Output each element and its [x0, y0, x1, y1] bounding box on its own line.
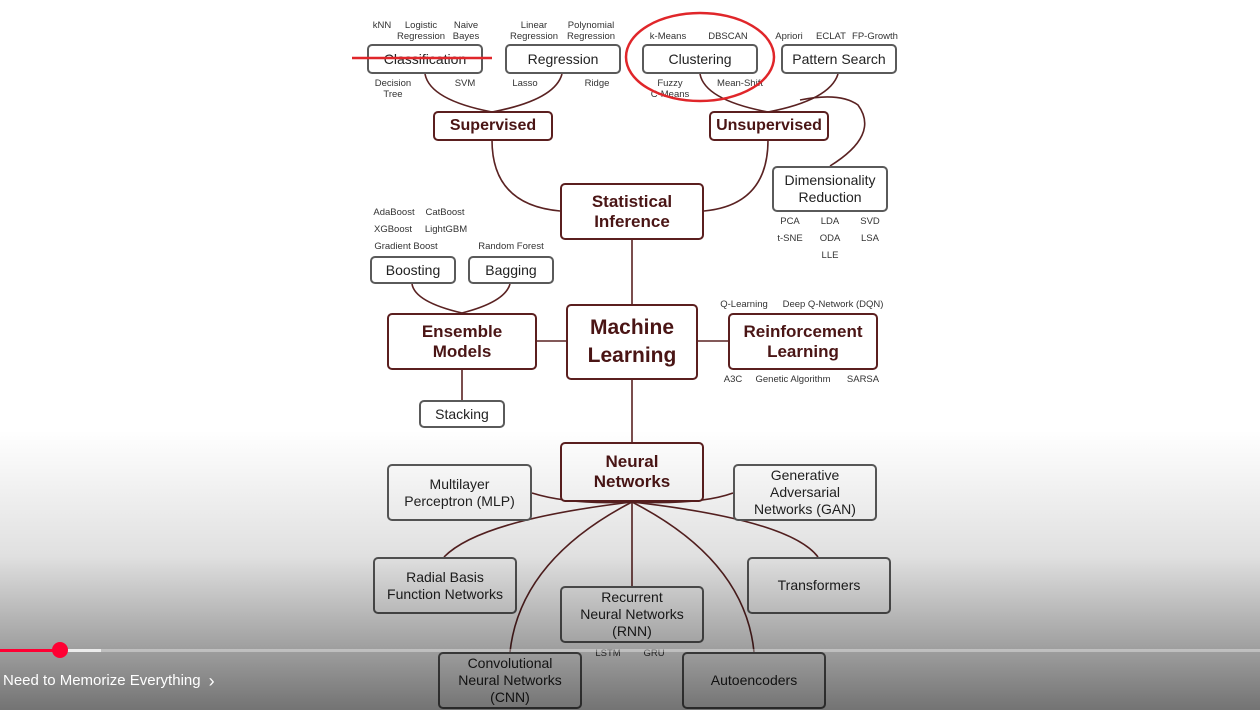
label-genetic-algorithm: Genetic Algorithm	[755, 374, 831, 385]
label-lightgbm: LightGBM	[424, 224, 468, 235]
supervised-node: Supervised	[433, 111, 553, 141]
label-polynomial-regression: Polynomial Regression	[566, 20, 616, 42]
label-svm: SVM	[454, 78, 476, 89]
rbfn-node: Radial Basis Function Networks	[373, 557, 517, 614]
label-lsa: LSA	[861, 233, 879, 244]
dimensionality-reduction-node: Dimensionality Reduction	[772, 166, 888, 212]
label-adaboost: AdaBoost	[373, 207, 415, 218]
ensemble-models-node: Ensemble Models	[387, 313, 537, 370]
rnn-node: Recurrent Neural Networks (RNN)	[560, 586, 704, 643]
progress-buffer	[60, 649, 101, 652]
chapter-title: Need to Memorize Everything	[3, 672, 201, 689]
label-k-means: k-Means	[649, 31, 687, 42]
label-xgboost: XGBoost	[373, 224, 413, 235]
label-mean-shift: Mean-Shift	[717, 78, 763, 89]
clustering-node: Clustering	[642, 44, 758, 74]
label-lda: LDA	[820, 216, 840, 227]
label-logistic-regression: Logistic Regression	[396, 20, 446, 42]
label-q-learning: Q-Learning	[720, 299, 768, 310]
chapter-title-button[interactable]: Need to Memorize Everything ›	[3, 671, 215, 691]
boosting-node: Boosting	[370, 256, 456, 284]
machine-learning-node: Machine Learning	[566, 304, 698, 380]
pattern-search-node: Pattern Search	[781, 44, 897, 74]
label-linear-regression: Linear Regression	[509, 20, 559, 42]
label-dbscan: DBSCAN	[708, 31, 748, 42]
label-ridge: Ridge	[584, 78, 610, 89]
reinforcement-learning-node: Reinforcement Learning	[728, 313, 878, 370]
unsupervised-node: Unsupervised	[709, 111, 829, 141]
label-random-forest: Random Forest	[478, 241, 544, 252]
label-a3c: A3C	[723, 374, 743, 385]
label-lle: LLE	[821, 250, 839, 261]
label-lasso: Lasso	[512, 78, 538, 89]
label-t-sne: t-SNE	[777, 233, 803, 244]
statistical-inference-node: Statistical Inference	[560, 183, 704, 240]
mlp-node: Multilayer Perceptron (MLP)	[387, 464, 532, 521]
scrubber-handle[interactable]	[52, 642, 69, 658]
neural-networks-node: Neural Networks	[560, 442, 704, 502]
transformers-node: Transformers	[747, 557, 891, 614]
bagging-node: Bagging	[468, 256, 554, 284]
label-gradient-boost: Gradient Boost	[374, 241, 438, 252]
regression-node: Regression	[505, 44, 621, 74]
label-fuzzy-c-means: Fuzzy C-Means	[650, 78, 690, 100]
label-naive-bayes: Naive Bayes	[452, 20, 480, 42]
progress-fill	[0, 649, 61, 652]
autoencoders-node: Autoencoders	[682, 652, 826, 709]
label-svd: SVD	[860, 216, 880, 227]
label-knn: kNN	[372, 20, 392, 31]
label-apriori: Apriori	[775, 31, 803, 42]
label-sarsa: SARSA	[846, 374, 880, 385]
label-eclat: ECLAT	[816, 31, 846, 42]
label-deep-q-network: Deep Q-Network (DQN)	[782, 299, 884, 310]
label-pca: PCA	[780, 216, 800, 227]
progress-bar[interactable]	[0, 649, 1260, 652]
label-catboost: CatBoost	[425, 207, 465, 218]
classification-node: Classification	[367, 44, 483, 74]
stacking-node: Stacking	[419, 400, 505, 428]
chevron-right-icon: ›	[208, 671, 215, 691]
gan-node: Generative Adversarial Networks (GAN)	[733, 464, 877, 521]
label-fp-growth: FP-Growth	[852, 31, 898, 42]
label-oda: ODA	[819, 233, 841, 244]
cnn-node: Convolutional Neural Networks (CNN)	[438, 652, 582, 709]
label-decision-tree: Decision Tree	[374, 78, 412, 100]
